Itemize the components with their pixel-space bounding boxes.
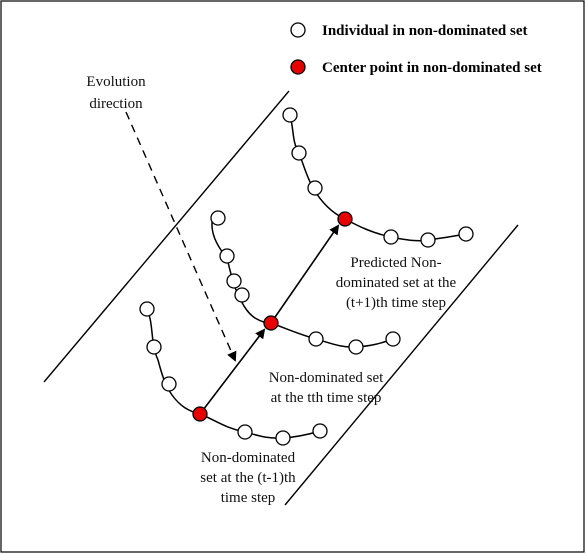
evolution-label-line1: Evolution [86, 74, 146, 90]
center-point-t-plus-1 [337, 211, 353, 227]
legend-center-label: Center point in non-dominated set [322, 60, 542, 76]
evolution-label-line2: direction [89, 96, 143, 112]
center-arrow-1 [199, 328, 266, 415]
legend-individual-label: Individual in non-dominated set [322, 23, 527, 39]
left-boundary-line [43, 90, 290, 383]
center-point-t-minus-1 [192, 406, 208, 422]
individual-point [237, 424, 253, 440]
label-t-line2: at the tth time step [271, 390, 382, 406]
individual-point [226, 273, 242, 289]
label-t-line1: Non-dominated set [269, 370, 384, 386]
individual-point [385, 331, 401, 347]
label-t-minus-1-line2: set at the (t-1)th [200, 470, 296, 486]
label-t-plus-1-line1: Predicted Non- [350, 255, 441, 271]
individual-point [312, 423, 328, 439]
individual-point [275, 430, 291, 446]
individual-point [146, 339, 162, 355]
label-t-minus-1-line3: time step [221, 490, 276, 506]
right-boundary-line [284, 224, 519, 506]
individual-point [308, 331, 324, 347]
individual-point [282, 107, 298, 123]
label-t-plus-1-line2: dominated set at the [336, 275, 457, 291]
individual-point [291, 145, 307, 161]
individual-point [458, 226, 474, 242]
label-t-minus-1-line1: Non-dominated [201, 450, 296, 466]
individual-point [161, 376, 177, 392]
center-point-t [263, 315, 279, 331]
evolution-direction-arrow [125, 111, 237, 362]
legend-center-marker [290, 59, 306, 75]
individual-point [139, 301, 155, 317]
individual-point [210, 210, 226, 226]
center-arrow-2 [270, 224, 340, 324]
label-t-plus-1-line3: (t+1)th time step [346, 295, 446, 311]
legend-individual-marker [290, 22, 306, 38]
individual-point [383, 229, 399, 245]
individual-point [234, 287, 250, 303]
individual-point [307, 180, 323, 196]
individual-point [420, 232, 436, 248]
individual-point [219, 248, 235, 264]
individual-point [348, 339, 364, 355]
